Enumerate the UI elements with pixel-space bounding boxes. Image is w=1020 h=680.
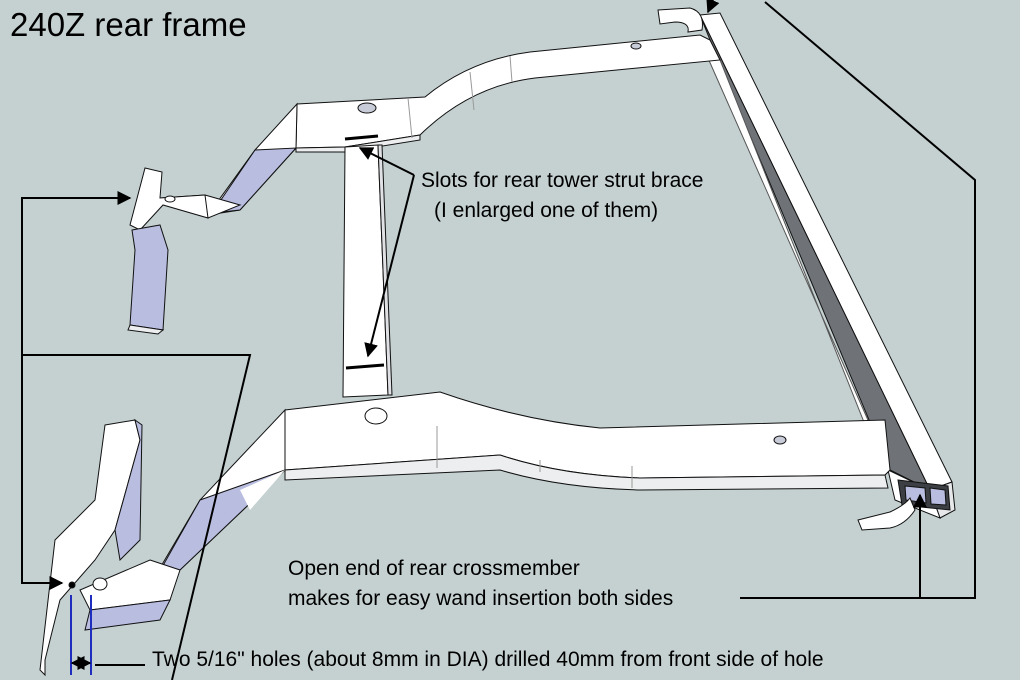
center-brace [342, 134, 393, 398]
measurement-marker [70, 595, 92, 675]
slots-annotation-line1: Slots for rear tower strut brace [421, 169, 704, 192]
holes-annotation: Two 5/16" holes (about 8mm in DIA) drill… [152, 648, 824, 671]
upper-rail [127, 34, 721, 335]
lower-rail [39, 391, 891, 677]
slots-annotation-line2: (I enlarged one of them) [434, 199, 659, 222]
leader-lines [21, 0, 976, 680]
open-end-annotation-line1: Open end of rear crossmember [288, 557, 580, 580]
open-end-annotation-line2: makes for easy wand insertion both sides [288, 587, 674, 610]
diagram-title: 240Z rear frame [10, 6, 247, 43]
